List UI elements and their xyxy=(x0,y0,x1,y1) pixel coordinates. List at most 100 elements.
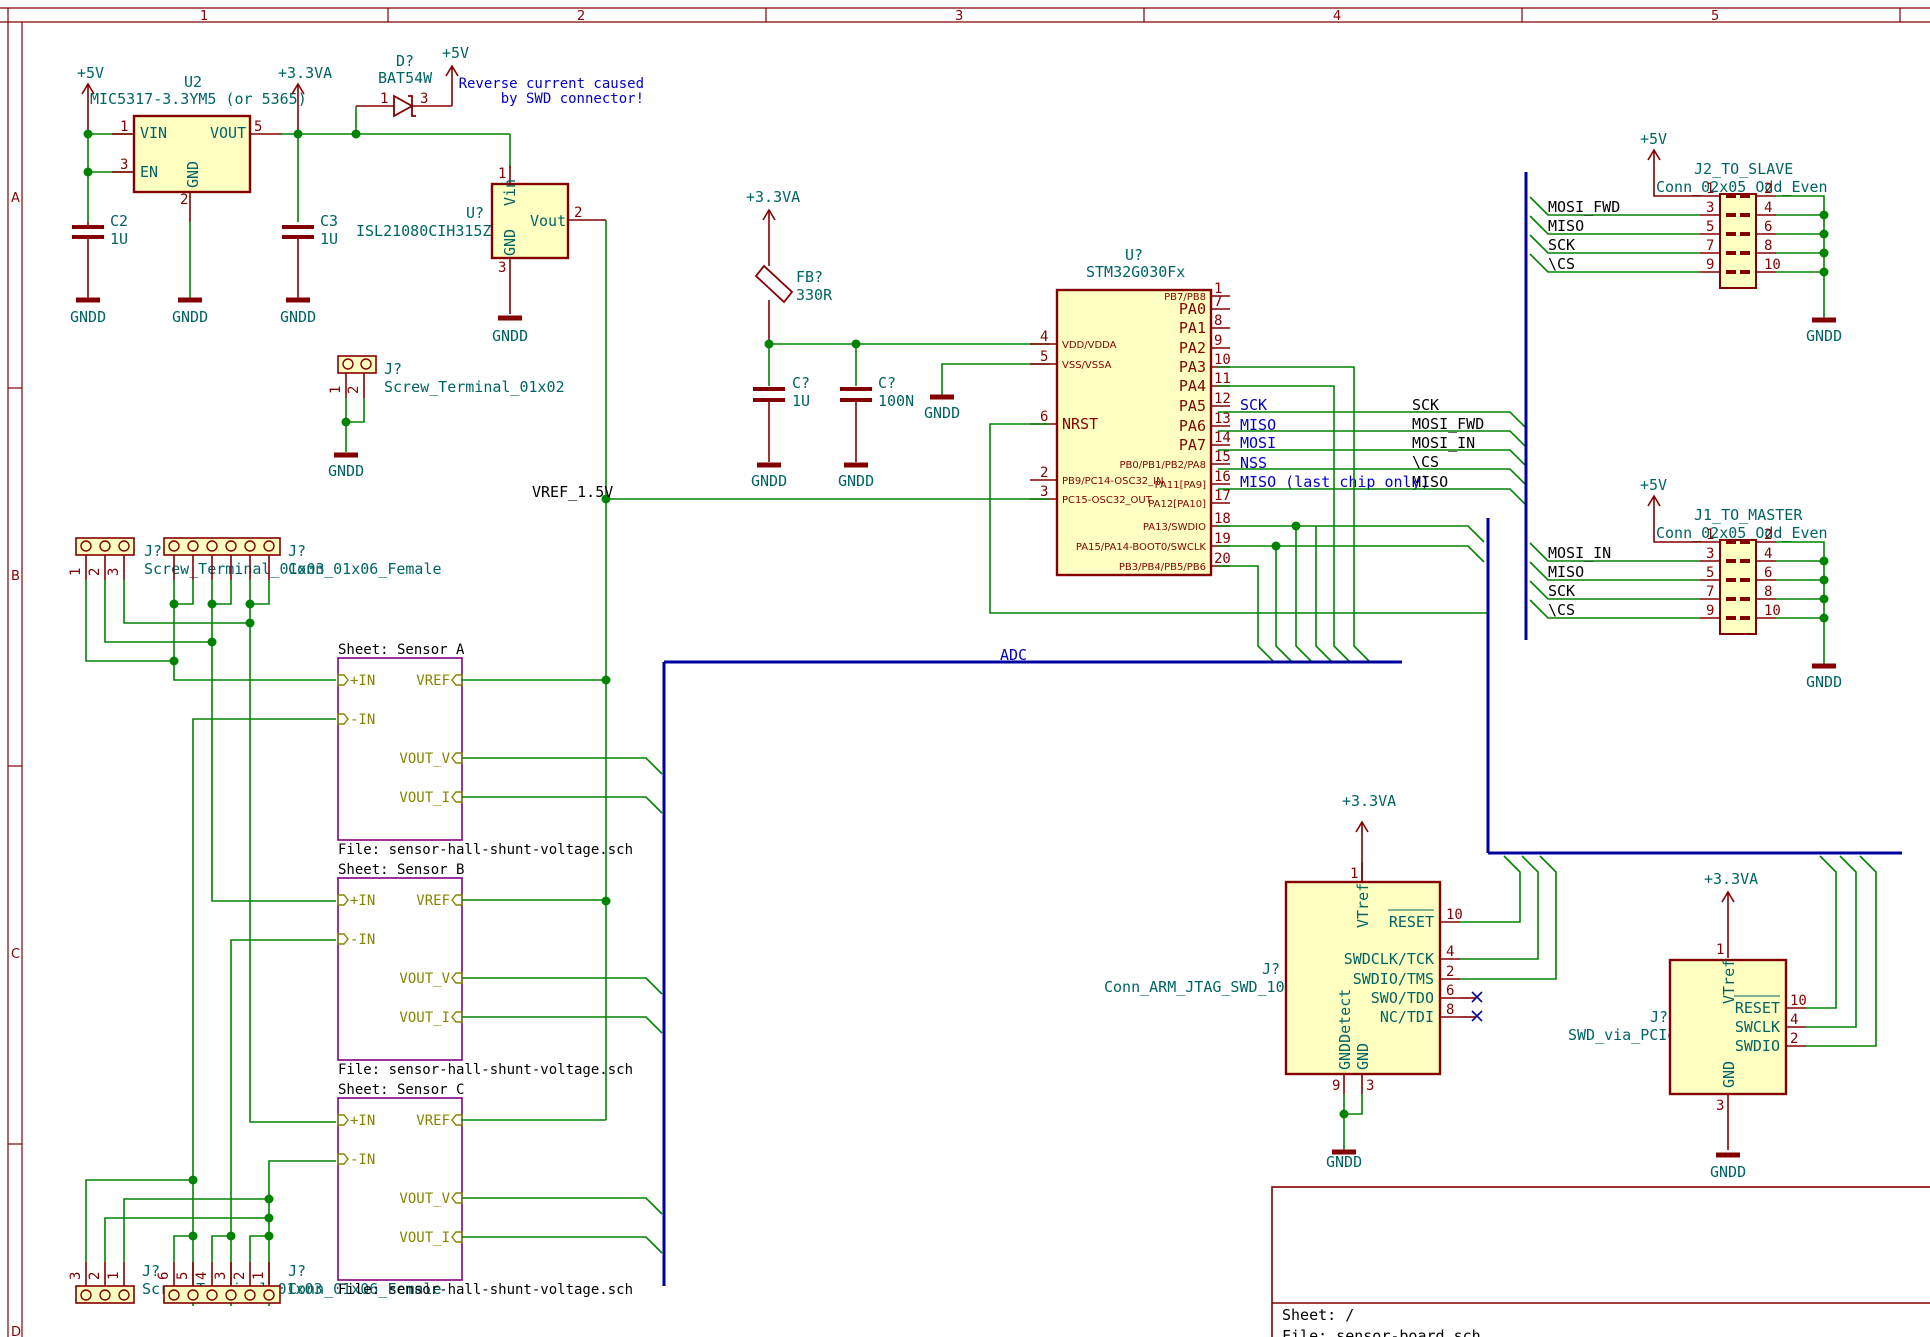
power-5v-symbol-2[interactable]: +5V xyxy=(442,44,469,106)
net-label-j1-1: MOSI_IN xyxy=(1548,544,1611,562)
mcu-pin-num: 5 xyxy=(1040,349,1048,365)
sheet-pin-voutv: VOUT_V xyxy=(399,971,450,987)
uref-pin-gnd: GND xyxy=(501,229,519,256)
jswd-connector[interactable]: J? Conn_ARM_JTAG_SWD_10 VTref 1 GNDDetec… xyxy=(1104,862,1483,1094)
jswd-pin-name: SWO/TDO xyxy=(1371,989,1434,1007)
gnd-symbol-pcie[interactable]: GNDD xyxy=(1710,1152,1746,1181)
j1-pin-1: 1 xyxy=(1706,527,1714,543)
gnd-label-swd: GNDD xyxy=(1326,1153,1362,1171)
gnd-label-c2: GNDD xyxy=(70,308,106,326)
c3-ref: C3 xyxy=(320,212,338,230)
jtop6-female-header[interactable]: J? Conn_01x06_Female xyxy=(163,537,442,580)
jterm2-value: Screw_Terminal_01x02 xyxy=(384,378,565,396)
mcu-pin-num: 15 xyxy=(1214,449,1231,465)
jbot6-value: Conn_01x06_Female xyxy=(288,1280,442,1298)
power-5v-symbol[interactable]: +5V xyxy=(77,64,104,134)
fb-ferrite-bead[interactable]: FB? 330R xyxy=(754,264,833,344)
jpcie-ref: J? xyxy=(1650,1008,1668,1026)
junction-dot xyxy=(1819,556,1829,566)
buses: ADC xyxy=(662,172,1902,1286)
c3-capacitor[interactable]: C3 1U xyxy=(282,212,338,298)
title-block: Sheet: / File: sensor-board.sch xyxy=(1271,1186,1930,1337)
sheet-pin-nin: -IN xyxy=(350,932,375,948)
mcu-pin-name: VSS/VSSA xyxy=(1062,360,1112,371)
jpcie-pin-num: 2 xyxy=(1790,1031,1798,1047)
cx2-capacitor[interactable]: C? 100N xyxy=(840,374,914,462)
gnd-label-uref: GNDD xyxy=(492,327,528,345)
junction-dot xyxy=(1819,613,1829,623)
jswd-pin-num: 10 xyxy=(1446,907,1463,923)
gnd-symbol-jterm2[interactable]: GNDD xyxy=(328,452,364,480)
u2-pin-num-5: 5 xyxy=(254,119,262,135)
bottom-terminal-wires xyxy=(85,1175,274,1262)
power-33va-symbol-1[interactable]: +3.3VA xyxy=(278,64,332,134)
j2-ref: J2_TO_SLAVE xyxy=(1694,160,1793,178)
power-33va-symbol-2[interactable]: +3.3VA xyxy=(746,188,800,266)
gnd-symbol-j2[interactable]: GNDD xyxy=(1806,317,1842,345)
jtop3-ref: J? xyxy=(144,542,162,560)
jtop3-screw-terminal[interactable]: 1 2 3 J? Screw_Terminal_01x03 xyxy=(68,537,325,580)
jbot6-pin-5: 5 xyxy=(175,1272,191,1280)
power-5v-symbol-j2[interactable]: +5V xyxy=(1640,130,1700,197)
net-label-j1-4: \CS xyxy=(1548,601,1575,619)
jswd-pin-gnd: GND xyxy=(1354,1043,1372,1070)
jbot6-female-header[interactable]: 6 5 4 3 2 1 J? Conn_01x06_Female xyxy=(156,1262,442,1304)
sheet-pin-vref: VREF xyxy=(416,673,450,689)
reverse-current-note: Reverse current caused by SWD connector! xyxy=(459,76,644,107)
power-5v-label-j1: +5V xyxy=(1640,476,1667,494)
cx1-capacitor[interactable]: C? 1U xyxy=(753,374,810,462)
j-screw-terminal-01x02[interactable]: J? Screw_Terminal_01x02 1 2 xyxy=(328,355,565,398)
fb-ref: FB? xyxy=(796,268,823,286)
jpcie-connector[interactable]: J? SWD_via_PCIe VTref 1 GND 3 10RESET4SW… xyxy=(1568,942,1807,1150)
mcu-pin-num: 14 xyxy=(1214,430,1231,446)
net-label-j1-3: SCK xyxy=(1548,582,1575,600)
uref-voltage-reference[interactable]: U? ISL21080CIH315Z Vin GND Vout 1 3 2 xyxy=(356,166,606,314)
net-mosi-fwd-mcu: MOSI_FWD xyxy=(1412,415,1484,433)
mcu-pin-name: PB3/PB4/PB5/PB6 xyxy=(1119,562,1206,573)
mcu-pin-num: 20 xyxy=(1214,551,1231,567)
gnd-symbol-uref[interactable]: GNDD xyxy=(492,315,528,345)
gnd-symbol-c2[interactable]: GNDD xyxy=(70,297,106,326)
mcu-pin-name: PA12[PA10] xyxy=(1148,499,1206,510)
c2-ref: C2 xyxy=(110,212,128,230)
local-label-mosi: MOSI xyxy=(1240,434,1276,452)
gnd-symbol-swd[interactable]: GNDD xyxy=(1326,1149,1362,1171)
c2-capacitor[interactable]: C2 1U xyxy=(72,212,128,298)
d1-diode[interactable]: D? BAT54W 1 3 xyxy=(355,52,452,134)
gnd-label-c3: GNDD xyxy=(280,308,316,326)
jterm2-pin-1: 1 xyxy=(328,386,344,394)
gnd-symbol-mcu[interactable]: GNDD xyxy=(924,394,960,422)
power-5v-label: +5V xyxy=(77,64,104,82)
mcu-pin-num: 7 xyxy=(1214,294,1222,310)
jtop3-pin-3: 3 xyxy=(106,568,122,576)
jbot6-pin-1: 1 xyxy=(251,1272,267,1280)
gnd-symbol-j1[interactable]: GNDD xyxy=(1806,663,1842,691)
gnd-symbol-c3[interactable]: GNDD xyxy=(280,297,316,326)
j1-value: Conn_02x05_Odd_Even xyxy=(1656,524,1828,542)
gnd-symbol-cx1[interactable]: GNDD xyxy=(751,462,787,490)
cx1-ref: C? xyxy=(792,374,810,392)
j1-pin-10: 10 xyxy=(1764,603,1781,619)
power-5v-symbol-j1[interactable]: +5V xyxy=(1640,476,1700,543)
gnd-symbol-cx2[interactable]: GNDD xyxy=(838,462,874,490)
power-33va-symbol-pcie[interactable]: +3.3VA xyxy=(1704,870,1758,958)
frame-col-1: 1 xyxy=(200,9,208,24)
gnd-symbol-u2[interactable]: GNDD xyxy=(172,297,208,326)
uref-value: ISL21080CIH315Z xyxy=(356,222,491,240)
sheet-pin-pin: +IN xyxy=(350,1113,375,1129)
frame-col-5: 5 xyxy=(1711,9,1719,24)
mcu-pin-num: 16 xyxy=(1214,469,1231,485)
u2-regulator[interactable]: U2 MIC5317-3.3YM5 (or 5365) VIN EN VOUT … xyxy=(90,73,307,222)
